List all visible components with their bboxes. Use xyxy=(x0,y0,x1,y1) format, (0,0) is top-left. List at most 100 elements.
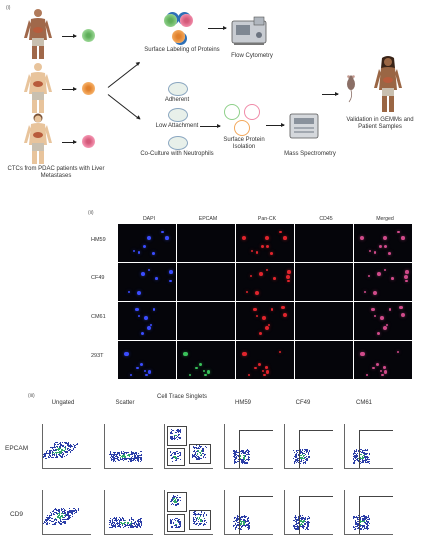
event-dot xyxy=(194,453,196,456)
event-dot xyxy=(245,455,247,457)
event-dot xyxy=(70,446,72,449)
event-dot xyxy=(140,520,142,522)
event-dot xyxy=(198,445,201,447)
event-dot xyxy=(178,526,180,528)
event-dot xyxy=(244,452,246,455)
event-dot xyxy=(295,518,297,520)
event-dot xyxy=(131,523,133,525)
event-dot xyxy=(241,460,243,462)
stained-nucleus xyxy=(400,312,406,318)
flow-plot-epcam-3 xyxy=(224,424,273,469)
event-dot xyxy=(302,525,305,527)
event-dot xyxy=(303,525,305,527)
event-dot xyxy=(235,527,237,529)
event-dot xyxy=(177,431,179,433)
event-dot xyxy=(179,526,181,528)
event-dot xyxy=(172,502,174,504)
event-dot xyxy=(242,516,244,518)
arrow-to-massspec xyxy=(266,123,285,127)
event-dot xyxy=(241,449,244,452)
event-dot xyxy=(240,458,242,460)
micrograph-cm61-pan-ck xyxy=(236,302,294,340)
stained-nucleus xyxy=(379,244,383,248)
event-dot xyxy=(52,449,55,451)
event-dot xyxy=(123,522,126,524)
event-dot xyxy=(304,516,306,518)
event-dot xyxy=(120,526,122,528)
event-dot xyxy=(354,527,356,530)
event-dot xyxy=(194,454,196,457)
event-dot xyxy=(242,462,244,464)
event-dot xyxy=(295,455,297,457)
event-dot xyxy=(357,525,359,527)
micrograph-hm59-epcam xyxy=(177,224,235,262)
event-dot xyxy=(49,512,52,514)
event-dot xyxy=(123,523,125,525)
event-dot xyxy=(50,515,52,517)
event-dot xyxy=(123,519,125,521)
event-dot xyxy=(195,524,197,526)
event-dot xyxy=(302,456,304,458)
event-dot xyxy=(76,511,78,513)
event-dot xyxy=(47,515,49,517)
event-dot xyxy=(364,527,366,529)
event-dot xyxy=(362,519,364,521)
event-dot xyxy=(173,438,176,440)
gate-line xyxy=(239,496,273,534)
event-dot xyxy=(363,525,365,527)
event-dot xyxy=(139,457,142,459)
event-dot xyxy=(297,518,299,520)
event-dot xyxy=(243,454,245,457)
event-dot xyxy=(113,454,116,456)
event-dot xyxy=(109,453,111,455)
event-dot xyxy=(237,521,239,523)
event-dot xyxy=(195,455,197,457)
event-dot xyxy=(303,517,305,519)
event-dot xyxy=(55,509,57,511)
event-dot xyxy=(177,457,179,460)
event-dot xyxy=(368,461,370,463)
event-dot xyxy=(64,448,66,451)
event-dot xyxy=(298,459,300,461)
event-dot xyxy=(197,520,199,523)
flow-row-epcam: EPCAM xyxy=(5,445,29,452)
event-dot xyxy=(72,512,74,514)
event-dot xyxy=(115,524,117,526)
event-dot xyxy=(353,525,355,528)
event-dot xyxy=(175,524,177,526)
stained-nucleus xyxy=(258,362,262,366)
event-dot xyxy=(241,461,243,463)
event-dot xyxy=(239,523,241,525)
event-dot xyxy=(360,525,362,527)
event-dot xyxy=(302,521,304,524)
event-dot xyxy=(353,458,355,460)
event-dot xyxy=(125,452,127,454)
event-dot xyxy=(300,461,303,463)
event-dot xyxy=(49,452,51,454)
event-dot xyxy=(241,462,244,464)
event-dot xyxy=(73,508,75,510)
stained-nucleus xyxy=(249,275,252,278)
event-dot xyxy=(123,456,125,458)
event-dot xyxy=(60,514,63,517)
event-dot xyxy=(235,523,237,526)
event-dot xyxy=(178,519,180,521)
event-dot xyxy=(194,450,196,452)
event-dot xyxy=(140,451,142,453)
event-dot xyxy=(354,457,356,460)
event-dot xyxy=(61,445,64,447)
event-dot xyxy=(303,453,305,455)
stained-nucleus xyxy=(165,235,170,240)
event-dot xyxy=(59,520,61,522)
event-dot xyxy=(135,452,137,454)
event-dot xyxy=(179,496,181,499)
event-dot xyxy=(236,525,238,528)
event-dot xyxy=(53,450,55,452)
event-dot xyxy=(71,515,73,517)
event-dot xyxy=(354,517,356,519)
event-dot xyxy=(124,454,126,456)
event-dot xyxy=(62,514,64,516)
event-dot xyxy=(134,457,137,459)
event-dot xyxy=(235,453,237,456)
event-dot xyxy=(122,517,124,519)
